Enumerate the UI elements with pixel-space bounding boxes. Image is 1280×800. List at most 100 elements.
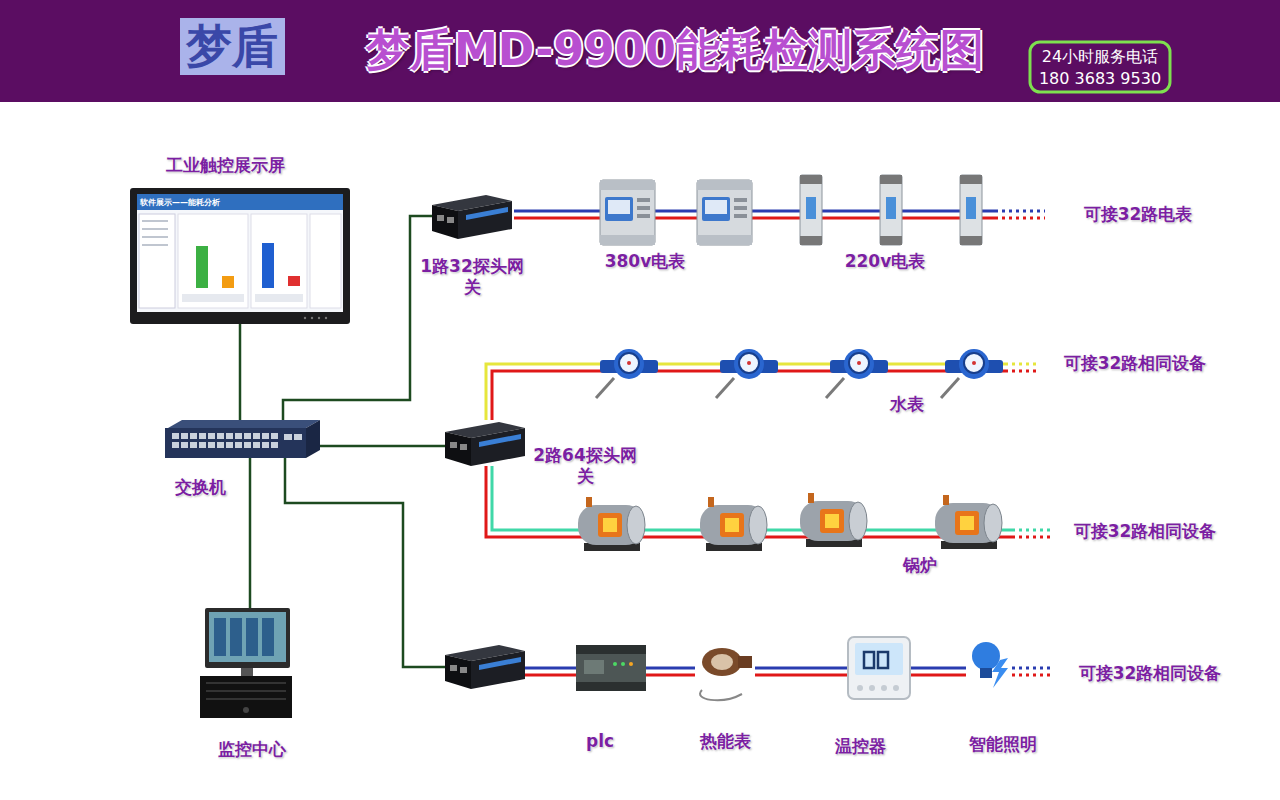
switch-illustration-part (165, 428, 306, 458)
device-label: 2路64探头网关 (530, 445, 640, 488)
water-meter-illustrations-part (941, 349, 1003, 398)
device-label: plc (586, 731, 614, 752)
touch-screen-illustration-part (142, 236, 168, 238)
switch-illustration-part (168, 420, 320, 428)
monitor-center-illustration-part (206, 698, 286, 700)
touch-screen-illustration-part (251, 214, 307, 308)
wire (755, 667, 848, 670)
switch-illustration-part (172, 432, 280, 450)
water-meter-group: 水表 (595, 345, 1007, 400)
cable-connector (486, 364, 595, 420)
meter-illustrations-part (697, 180, 752, 245)
touch-screen-illustration-part (182, 294, 244, 302)
wire (320, 445, 445, 448)
cable-connector (486, 466, 575, 537)
meter-row-wires-part (995, 210, 1045, 213)
touch-screen-illustration-part (196, 246, 208, 288)
wire (492, 466, 575, 530)
plc-illustration-part (613, 662, 617, 666)
plc-illustration-part (576, 682, 646, 691)
switch-illustration-part (294, 434, 302, 440)
gateway-illustrations-part (445, 645, 525, 689)
wire (754, 210, 798, 213)
capacity-note: 可接32路电表 (1084, 203, 1193, 226)
heat-meter-illustration-part (700, 690, 742, 700)
touch-screen-illustration-part (130, 188, 350, 324)
thermostat-illustration-part (855, 643, 903, 675)
touch-screen-illustration-part (222, 276, 234, 288)
monitor-center-illustration-part (209, 612, 286, 662)
wire (514, 217, 598, 220)
capacity-note: 可接32路相同设备 (1079, 662, 1222, 685)
plc-illustration-part (584, 660, 604, 674)
monitor-center-illustration-part (262, 618, 274, 656)
monitor-center-illustration-part (200, 676, 292, 718)
switch-illustration-part (284, 434, 292, 440)
device-label: 智能照明 (969, 734, 1037, 755)
water-meter-illustrations-part (716, 349, 778, 398)
device-label: 热能表 (700, 731, 751, 752)
water-row-wires-part (1005, 363, 1040, 366)
touch-screen: 工业触控展示屏 (130, 188, 350, 324)
heat-meter-illustration-part (711, 654, 733, 670)
monitor-center-illustration-part (205, 608, 290, 668)
monitor-center-illustration-part (241, 668, 253, 676)
gateway: 1路32探头网关 (432, 193, 514, 239)
touch-screen-illustration-part (288, 276, 300, 286)
smart-light-illustration-part (980, 668, 992, 678)
wire (486, 364, 595, 420)
monitor-center-illustration (200, 608, 292, 718)
diagram-title: 梦盾MD-9900能耗检测系统图 (366, 21, 984, 80)
monitor-center-illustration-part (206, 690, 286, 692)
wire (646, 667, 695, 670)
logo-text: 梦盾 (186, 16, 278, 78)
gateway: 2路64探头网关 (445, 420, 525, 466)
capacity-note: 可接32路相同设备 (1064, 352, 1207, 375)
touch-screen-illustration-part (137, 194, 343, 210)
phone-box (1030, 42, 1170, 92)
plc-illustration-part (621, 662, 625, 666)
meter-illustrations-part (960, 175, 982, 245)
touch-screen-illustration-part (139, 214, 175, 308)
wire (910, 667, 966, 670)
wire (249, 458, 252, 608)
cable-connector (514, 211, 598, 218)
heat-meter-illustration-part (738, 656, 752, 668)
bottom-row-wires-part (1012, 674, 1052, 677)
phone-caption: 24小时服务电话 (1042, 47, 1158, 68)
thermostat-illustration-part (848, 637, 910, 699)
wire (910, 674, 966, 677)
device-label: 锅炉 (903, 555, 937, 576)
thermostat-illustration (848, 637, 910, 699)
monitor-center-illustration-part (246, 618, 258, 656)
touch-screen-illustration-part (325, 317, 327, 319)
cable-connector (320, 446, 445, 447)
monitor-center-illustration-part (243, 707, 249, 713)
plc-illustration-part (629, 662, 633, 666)
meter-group: 380v电表 (598, 178, 754, 246)
bottom-row-wires-part (525, 674, 576, 677)
boiler-row-wires-part (1012, 529, 1050, 532)
thermostat-illustration-part (864, 652, 874, 668)
bottom-row-wires-part (525, 667, 576, 670)
water-meter-illustrations-part (596, 349, 658, 398)
phone-number: 180 3683 9530 (1039, 69, 1161, 88)
thermostat: 温控器 (848, 637, 910, 699)
capacity-note: 可接32路相同设备 (1074, 520, 1217, 543)
wire (755, 674, 848, 677)
touch-screen-illustration-part (137, 194, 343, 312)
water-row-wires-part (1005, 370, 1040, 373)
wire (492, 371, 595, 420)
touch-screen-illustration-part (142, 244, 168, 246)
device-label: 温控器 (835, 736, 886, 757)
switch-to-gateway-cable (285, 458, 446, 667)
water-meter-illustrations (596, 349, 1003, 398)
smart-light-illustration (972, 642, 1008, 688)
meter-illustrations (600, 175, 982, 245)
smart-light-illustration-part (992, 658, 1008, 688)
boiler-illustrations-part (578, 497, 645, 551)
thermostat-illustration-part (893, 685, 899, 691)
touch-screen-illustration (130, 188, 350, 324)
heat-meter-illustration-part (702, 648, 742, 676)
